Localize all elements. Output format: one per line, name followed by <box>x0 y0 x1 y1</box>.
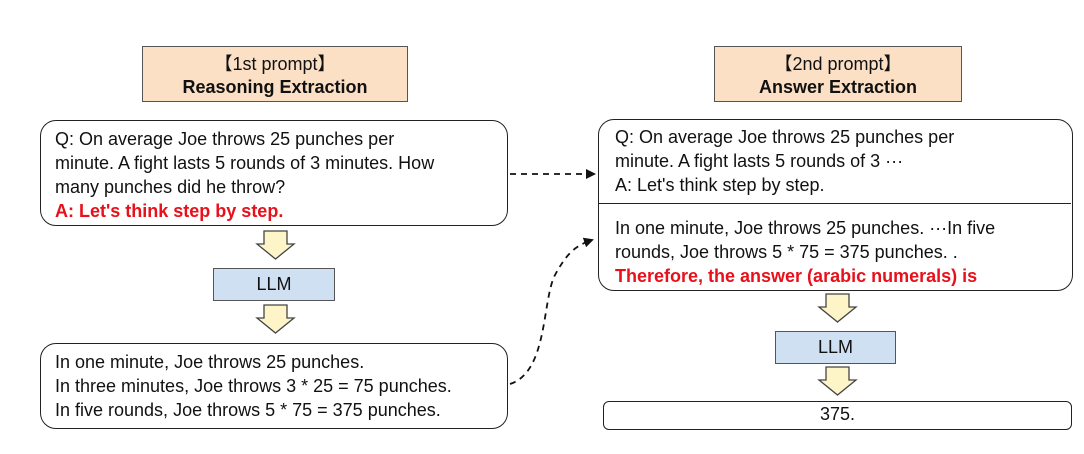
llm-label-left: LLM <box>256 274 292 294</box>
second-question-line-1: Q: On average Joe throws 25 punches per <box>615 127 955 147</box>
second-prompt-header: 【2nd prompt】 Answer Extraction <box>714 46 962 102</box>
second-prompt-input-box: Q: On average Joe throws 25 punches per … <box>598 119 1073 291</box>
llm-box-right: LLM <box>775 331 896 364</box>
final-answer-box: 375. <box>603 401 1072 430</box>
output-line-2: In three minutes, Joe throws 3 * 25 = 75… <box>55 376 452 396</box>
reasoning-line-2: rounds, Joe throws 5 * 75 = 375 punches.… <box>615 242 958 262</box>
first-prompt-header: 【1st prompt】 Reasoning Extraction <box>142 46 408 102</box>
first-prompt-output-box: In one minute, Joe throws 25 punches. In… <box>40 343 508 429</box>
reasoning-line-1: In one minute, Joe throws 25 punches. ··… <box>615 218 996 238</box>
down-arrow-icon <box>817 293 858 323</box>
first-prompt-input-box: Q: On average Joe throws 25 punches per … <box>40 120 508 226</box>
llm-box-left: LLM <box>213 268 335 301</box>
question-line-2: minute. A fight lasts 5 rounds of 3 minu… <box>55 153 435 173</box>
dashed-curve-arrow-icon <box>509 237 594 385</box>
first-prompt-label: 【1st prompt】 <box>214 54 336 74</box>
section-divider <box>599 203 1071 204</box>
output-line-3: In five rounds, Joe throws 5 * 75 = 375 … <box>55 400 441 420</box>
second-question-line-2: minute. A fight lasts 5 rounds of 3 ··· <box>615 151 904 171</box>
down-arrow-icon <box>255 304 296 334</box>
second-question-line-3: A: Let's think step by step. <box>615 175 825 195</box>
reasoning-trigger-text: A: Let's think step by step. <box>55 201 284 221</box>
down-arrow-icon <box>817 366 858 396</box>
second-reasoning-section: In one minute, Joe throws 25 punches. ··… <box>615 216 1065 288</box>
llm-label-right: LLM <box>817 337 853 357</box>
second-question-section: Q: On average Joe throws 25 punches per … <box>615 125 1065 197</box>
final-answer-value: 375. <box>819 404 856 424</box>
reasoning-extraction-title: Reasoning Extraction <box>182 77 368 97</box>
answer-trigger-text: Therefore, the answer (arabic numerals) … <box>615 266 978 286</box>
question-line-3: many punches did he throw? <box>55 177 286 197</box>
answer-extraction-title: Answer Extraction <box>758 77 918 97</box>
question-line-1: Q: On average Joe throws 25 punches per <box>55 129 395 149</box>
second-prompt-label: 【2nd prompt】 <box>774 54 902 74</box>
output-line-1: In one minute, Joe throws 25 punches. <box>55 352 365 372</box>
down-arrow-icon <box>255 230 296 260</box>
